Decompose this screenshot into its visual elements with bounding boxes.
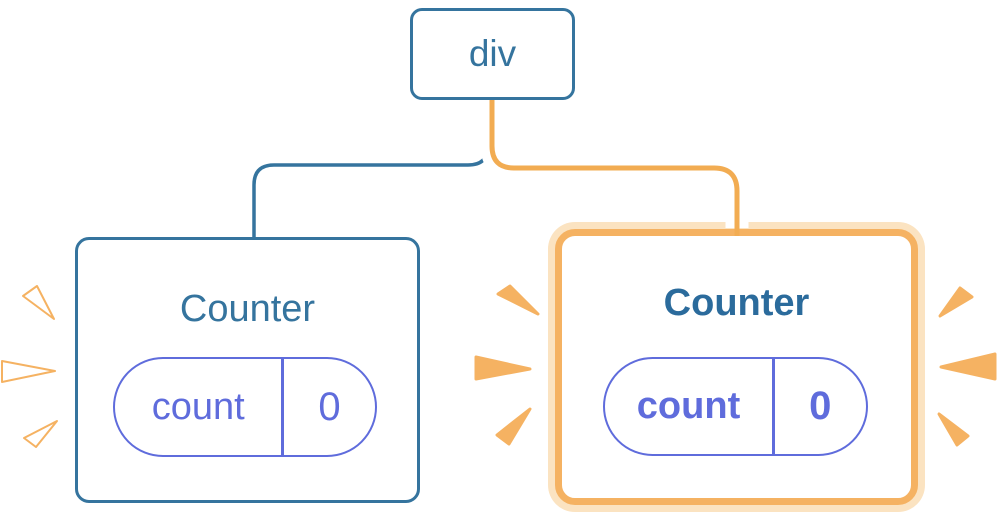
root-div-node-label: div: [468, 33, 517, 74]
burst-icon: [1, 360, 56, 383]
burst-icon: [496, 284, 540, 316]
burst-group-left-counter: [1, 285, 58, 448]
counter-node-right-highlighted: Counter count 0: [555, 229, 918, 505]
counter-title: Counter: [663, 282, 810, 324]
burst-icon: [939, 352, 997, 381]
burst-icon: [938, 286, 974, 318]
burst-icon: [495, 407, 532, 446]
counter-title: Counter: [179, 288, 316, 330]
pill-divider: [772, 359, 775, 454]
burst-icon: [22, 285, 55, 320]
state-value-label: 0: [809, 384, 832, 428]
state-key-label: count: [636, 385, 741, 427]
pill-divider: [281, 359, 284, 455]
connector-div-to-left-counter: [252, 98, 490, 242]
state-pill: count 0: [603, 357, 868, 456]
counter-node-left: Counter count 0: [75, 237, 420, 503]
burst-group-right-counter-right: [937, 286, 997, 447]
burst-icon: [23, 420, 58, 448]
state-key-label: count: [151, 385, 245, 428]
state-value-label: 0: [318, 384, 341, 429]
burst-group-right-counter-left: [474, 284, 540, 446]
state-pill: count 0: [113, 357, 377, 457]
burst-icon: [474, 355, 532, 381]
burst-icon: [937, 412, 970, 447]
root-div-node: div: [410, 8, 575, 100]
